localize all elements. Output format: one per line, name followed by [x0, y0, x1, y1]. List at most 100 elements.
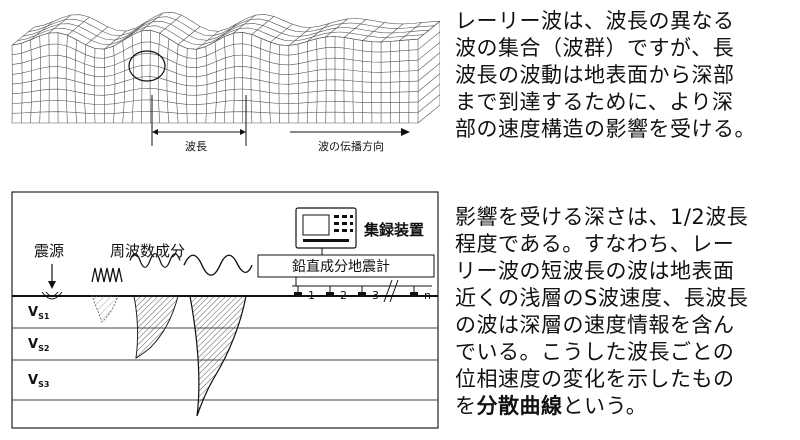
sensor-3: [358, 286, 366, 296]
mesh-row: [11, 111, 419, 115]
sensor-1: [294, 286, 302, 296]
mesh-column: [214, 41, 217, 124]
block-side-line: [417, 73, 440, 92]
recorder-buttons: [303, 215, 353, 242]
layer-label-vs1: VS1: [28, 305, 50, 321]
paragraph2-line: 位相速度の変化を示したもの: [455, 367, 735, 391]
cable-break-2: [389, 279, 399, 303]
mesh-depth-line: [251, 16, 275, 35]
mesh-surface-line: [22, 20, 430, 41]
long-wavelength-wave: [183, 254, 253, 276]
mesh-column: [316, 38, 318, 124]
mesh-column: [325, 36, 327, 124]
paragraph2-line: の波は深層の速度情報を含ん: [455, 313, 735, 337]
mesh-column: [223, 36, 227, 124]
mesh-depth-line: [196, 31, 219, 50]
mesh-depth-line: [67, 16, 90, 36]
wavelength-arrowhead-left: [152, 129, 158, 135]
paragraph2-line: リー波の短波長の波は地表面: [455, 259, 735, 283]
paragraph-depth-dispersion: 影響を受ける深さは、1/2波長 程度である。すなわち、レー リー波の短波長の波は…: [455, 204, 795, 420]
mesh-row: [11, 64, 419, 78]
paragraph1-line: レーリー波は、波長の異なる: [455, 9, 735, 33]
mesh-column: [250, 34, 253, 124]
medium-depth-profile: [133, 295, 179, 359]
mesh-depth-line: [344, 19, 367, 38]
block-side-face: [417, 20, 440, 124]
block-side-line: [417, 41, 440, 61]
mesh-row: [11, 41, 419, 59]
mesh-column: [131, 34, 134, 124]
paragraph2-line: 程度である。すなわち、レー: [455, 232, 735, 256]
mesh-depth-line: [141, 12, 164, 32]
mesh-column: [307, 41, 309, 124]
mesh-depth-line: [325, 18, 348, 38]
mesh-column: [30, 39, 33, 124]
mesh-depth-line: [104, 30, 127, 50]
sensor-number: 2: [340, 289, 347, 302]
mesh-column: [74, 39, 77, 124]
mesh-column: [268, 42, 271, 124]
mesh-depth-line: [159, 14, 182, 34]
deep-depth-profile: [189, 295, 247, 417]
recorder-label: 集録装置: [363, 221, 424, 239]
cable-break-1: [383, 279, 393, 303]
mesh-column: [259, 38, 262, 124]
mesh-depth-line: [380, 23, 404, 43]
mesh-depth-line: [288, 27, 311, 46]
mesh-depth-line: [85, 26, 108, 46]
source-ripple-1: [45, 291, 59, 297]
geophone-label-box: [257, 254, 435, 278]
mesh-row: [11, 99, 419, 105]
mesh-column: [84, 44, 87, 124]
mesh-row: [11, 87, 419, 96]
paragraph2-line: を分散曲線という。: [455, 393, 795, 420]
source-ripple-2: [41, 291, 63, 300]
paragraph2-line8-pre: を: [455, 394, 477, 418]
mesh-row: [11, 76, 419, 87]
sensor-number: 3: [372, 289, 379, 302]
mesh-column: [65, 35, 68, 124]
mesh-column: [20, 43, 23, 124]
block-side-line: [417, 31, 440, 50]
mesh-depth-line: [270, 23, 293, 43]
survey-schematic-figure: VS1 VS2 VS3 震源 周波数成分 集録装置 鉛直成分地震計 1 2 3: [11, 191, 439, 429]
wavelength-arrowhead-right: [240, 129, 246, 135]
mesh-depth-line: [122, 22, 145, 42]
mesh-column: [186, 48, 188, 124]
medium-wavelength-wave: [129, 253, 181, 268]
mesh-column: [176, 44, 179, 124]
paragraph2-line: 影響を受ける深さは、1/2波長: [455, 205, 749, 229]
paragraph1-line: まで到達するために、より深: [455, 90, 734, 114]
mesh-depth-line: [362, 22, 385, 41]
mesh-column: [205, 46, 208, 124]
paragraph2-line8-post: という。: [562, 394, 648, 418]
mesh-column: [233, 33, 235, 124]
mesh-column: [122, 40, 125, 124]
layer-label-vs2: VS2: [28, 337, 49, 353]
mesh-depth-line: [177, 26, 201, 45]
paragraph1-line: 波長の波動は地表面から深部: [455, 63, 735, 87]
particle-motion-ellipse: [128, 50, 166, 82]
mesh-column: [94, 48, 96, 124]
source-arrowhead: [48, 281, 56, 289]
mesh-column: [278, 44, 280, 124]
layer-label-vs3: VS3: [28, 373, 49, 389]
sensor-number: n: [424, 289, 431, 302]
paragraph2-line: でいる。こうした波長ごとの: [455, 340, 735, 364]
mesh-surface-line: [33, 11, 440, 32]
mesh-column: [166, 38, 170, 124]
recorder-screen: [302, 214, 330, 236]
mesh-depth-line: [233, 14, 256, 34]
mesh-surface-line: [28, 16, 435, 37]
mesh-row: [11, 53, 419, 69]
paragraph-rayleigh-wave: レーリー波は、波長の異なる 波の集合（波群）ですが、長 波長の波動は地表面から深…: [455, 8, 795, 143]
short-wavelength-wave: [91, 267, 123, 283]
geophone-label: 鉛直成分地震計: [292, 258, 390, 275]
mesh-column: [39, 35, 42, 124]
propagation-arrowhead: [401, 128, 410, 136]
mesh-column: [113, 46, 116, 124]
shallow-depth-profile: [91, 295, 119, 323]
mesh-column: [352, 38, 354, 124]
frequency-components-label: 周波数成分: [110, 242, 185, 260]
mesh-depth-line: [11, 26, 35, 46]
